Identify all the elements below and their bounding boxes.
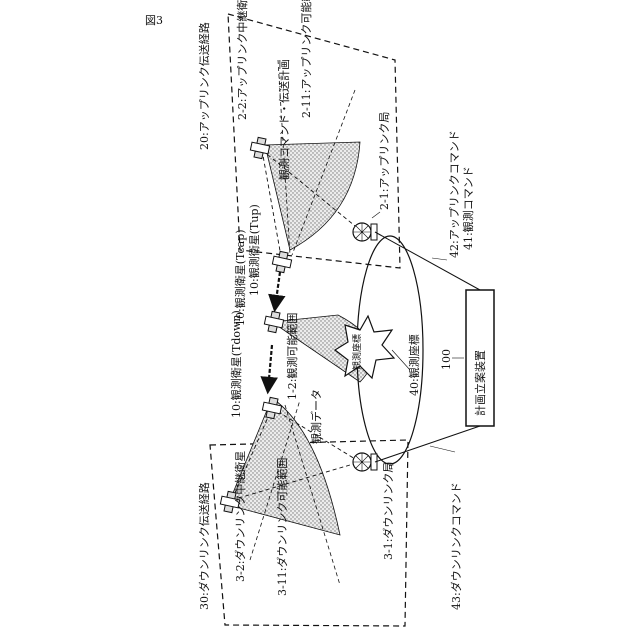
planning-device-num-label: 100 (440, 349, 453, 370)
uplink-range-label: 2-11:アップリンク可能範囲 (299, 0, 313, 118)
observation-cmd-plan-label: 観測コマンド・伝送計画 (277, 59, 291, 180)
leader-downlink-command (430, 446, 455, 452)
downlink-range-label: 3-11:ダウンリンク可能範囲 (275, 458, 289, 596)
obs-satellite-tup (271, 250, 293, 273)
obs-sat-tup-label: 10:観測衛星(Tup) (247, 204, 261, 296)
uplink-station-label: 2-1:アップリンク局 (378, 112, 391, 210)
obs-range-label: 1-2:観測可能範囲 (285, 313, 299, 400)
leader-uplink-station (372, 212, 380, 218)
uplink-relay-sat-label: 2-2:アップリンク中継衛星 (235, 0, 249, 120)
downlink-command-label: 43:ダウンリンクコマンド (449, 482, 463, 610)
obs-sat-tdown-label: 10:観測衛星(Tdown) (229, 310, 243, 418)
downlink-path-label: 30:ダウンリンク伝送経路 (197, 482, 211, 610)
obs-coord-inner-label: 観測座標 (351, 334, 363, 370)
obs-data-label: 観測データ (309, 389, 323, 444)
figure-label: 図3 (145, 14, 163, 27)
downlink-station-antenna (353, 453, 377, 471)
sat-move-arrow-1 (275, 272, 280, 308)
leader-uplink-command (432, 258, 447, 260)
planning-device-label: 計画立案装置 (473, 350, 487, 416)
uplink-station-antenna (353, 223, 377, 241)
downlink-station-label: 3-1:ダウンリンク局 (381, 462, 395, 560)
obs-satellite-tcap (263, 310, 285, 333)
observation-command-label: 41:観測コマンド (461, 166, 475, 250)
obs-coord-label: 40:観測座標 (407, 334, 421, 396)
uplink-path-label: 20:アップリンク伝送経路 (197, 22, 211, 150)
uplink-command-label: 42:アップリンクコマンド (448, 130, 461, 258)
downlink-command-line (375, 426, 480, 462)
downlink-relay-sat-label: 3-2:ダウンリンク中継衛星 (233, 451, 247, 582)
sat-move-arrow-2 (268, 345, 272, 390)
